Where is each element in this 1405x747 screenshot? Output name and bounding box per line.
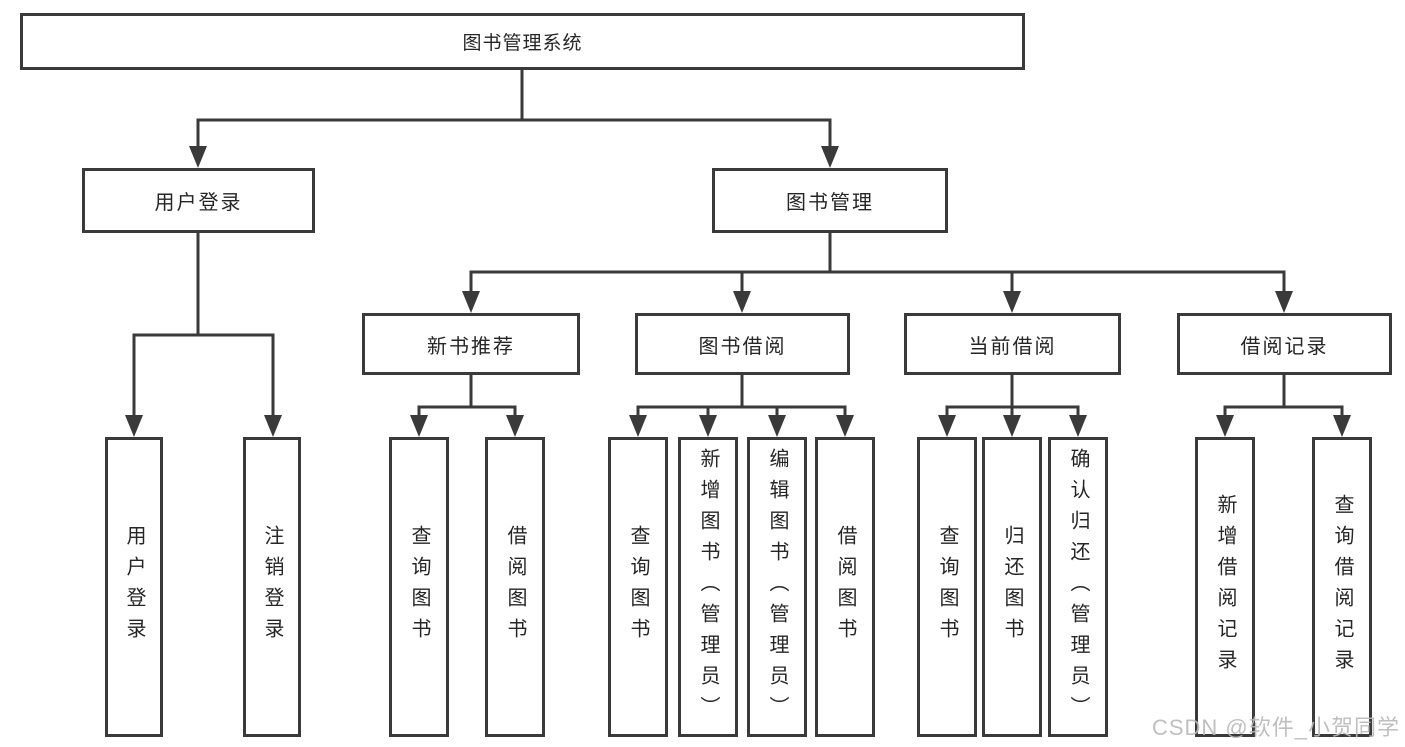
- node-borrow-records: 借阅记录: [1177, 313, 1392, 375]
- leaf-records-add-record: 新增借阅记录: [1195, 437, 1255, 737]
- leaf-records-query-record-label: 查询借阅记录: [1331, 494, 1353, 680]
- leaf-current-confirm-return-admin-label: 确认归还（管理员）: [1067, 447, 1089, 727]
- leaf-borrow-edit-books-admin-label: 编辑图书（管理员）: [766, 447, 788, 727]
- csdn-watermark: CSDN @软件_小贺同学: [1151, 715, 1400, 740]
- leaf-recommend-query-books-label: 查询图书: [408, 525, 430, 649]
- leaf-borrow-add-books-admin: 新增图书（管理员）: [678, 437, 738, 737]
- node-book-borrow: 图书借阅: [635, 313, 850, 375]
- node-user-login: 用户登录: [82, 168, 315, 233]
- leaf-recommend-borrow-books-label: 借阅图书: [504, 525, 526, 649]
- leaf-borrow-borrow-books: 借阅图书: [815, 437, 875, 737]
- leaf-records-query-record: 查询借阅记录: [1312, 437, 1372, 737]
- connector-lines: [132, 68, 1344, 421]
- leaf-borrow-edit-books-admin: 编辑图书（管理员）: [747, 437, 807, 737]
- node-root-system: 图书管理系统: [20, 13, 1025, 70]
- leaf-borrow-borrow-books-label: 借阅图书: [834, 525, 856, 649]
- leaf-borrow-query-books-label: 查询图书: [627, 525, 649, 649]
- leaf-current-return-books: 归还图书: [982, 437, 1042, 737]
- leaf-user-login: 用户登录: [105, 437, 163, 737]
- arrowheads: [125, 146, 1351, 437]
- node-book-management: 图书管理: [712, 168, 948, 233]
- leaf-recommend-query-books: 查询图书: [389, 437, 449, 737]
- leaf-logout: 注销登录: [243, 437, 301, 737]
- node-current-borrow: 当前借阅: [904, 313, 1121, 375]
- leaf-current-query-books: 查询图书: [917, 437, 977, 737]
- leaf-borrow-add-books-admin-label: 新增图书（管理员）: [697, 447, 719, 727]
- leaf-current-confirm-return-admin: 确认归还（管理员）: [1048, 437, 1108, 737]
- leaf-current-return-books-label: 归还图书: [1001, 525, 1023, 649]
- leaf-current-query-books-label: 查询图书: [936, 525, 958, 649]
- leaf-recommend-borrow-books: 借阅图书: [485, 437, 545, 737]
- node-new-book-recommend: 新书推荐: [362, 313, 580, 375]
- leaf-records-add-record-label: 新增借阅记录: [1214, 494, 1236, 680]
- leaf-logout-label: 注销登录: [261, 525, 283, 649]
- leaf-borrow-query-books: 查询图书: [608, 437, 668, 737]
- leaf-user-login-label: 用户登录: [123, 525, 145, 649]
